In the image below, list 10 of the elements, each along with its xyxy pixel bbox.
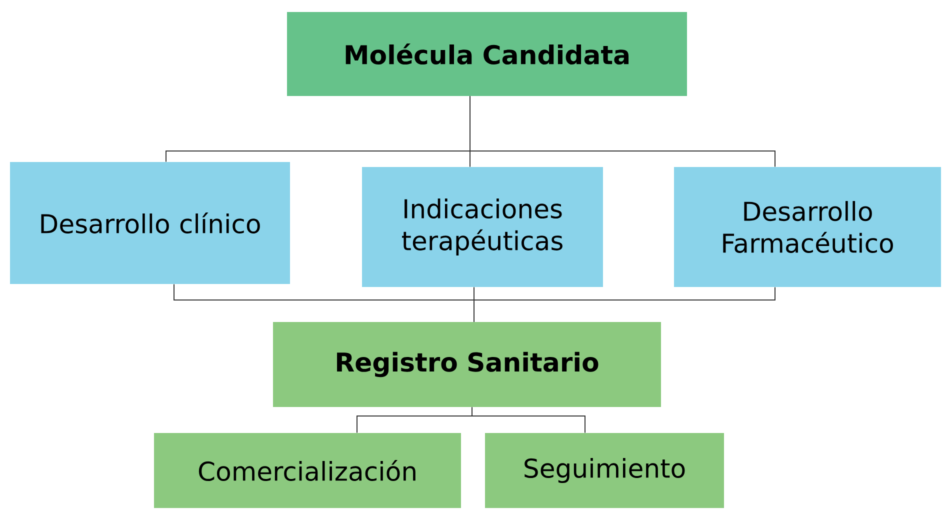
heading-box: Molécula Candidata <box>287 12 687 96</box>
connector-line <box>474 286 776 322</box>
process-box: Registro Sanitario <box>273 322 661 407</box>
process-box: Seguimiento <box>485 433 724 508</box>
connector-line <box>470 96 776 168</box>
connector-line <box>472 406 586 434</box>
process-box: Comercialización <box>154 433 461 508</box>
process-box: Desarrollo Farmacéutico <box>674 167 941 287</box>
process-box: Indicaciones terapéuticas <box>362 167 603 287</box>
process-box: Desarrollo clínico <box>10 162 290 284</box>
